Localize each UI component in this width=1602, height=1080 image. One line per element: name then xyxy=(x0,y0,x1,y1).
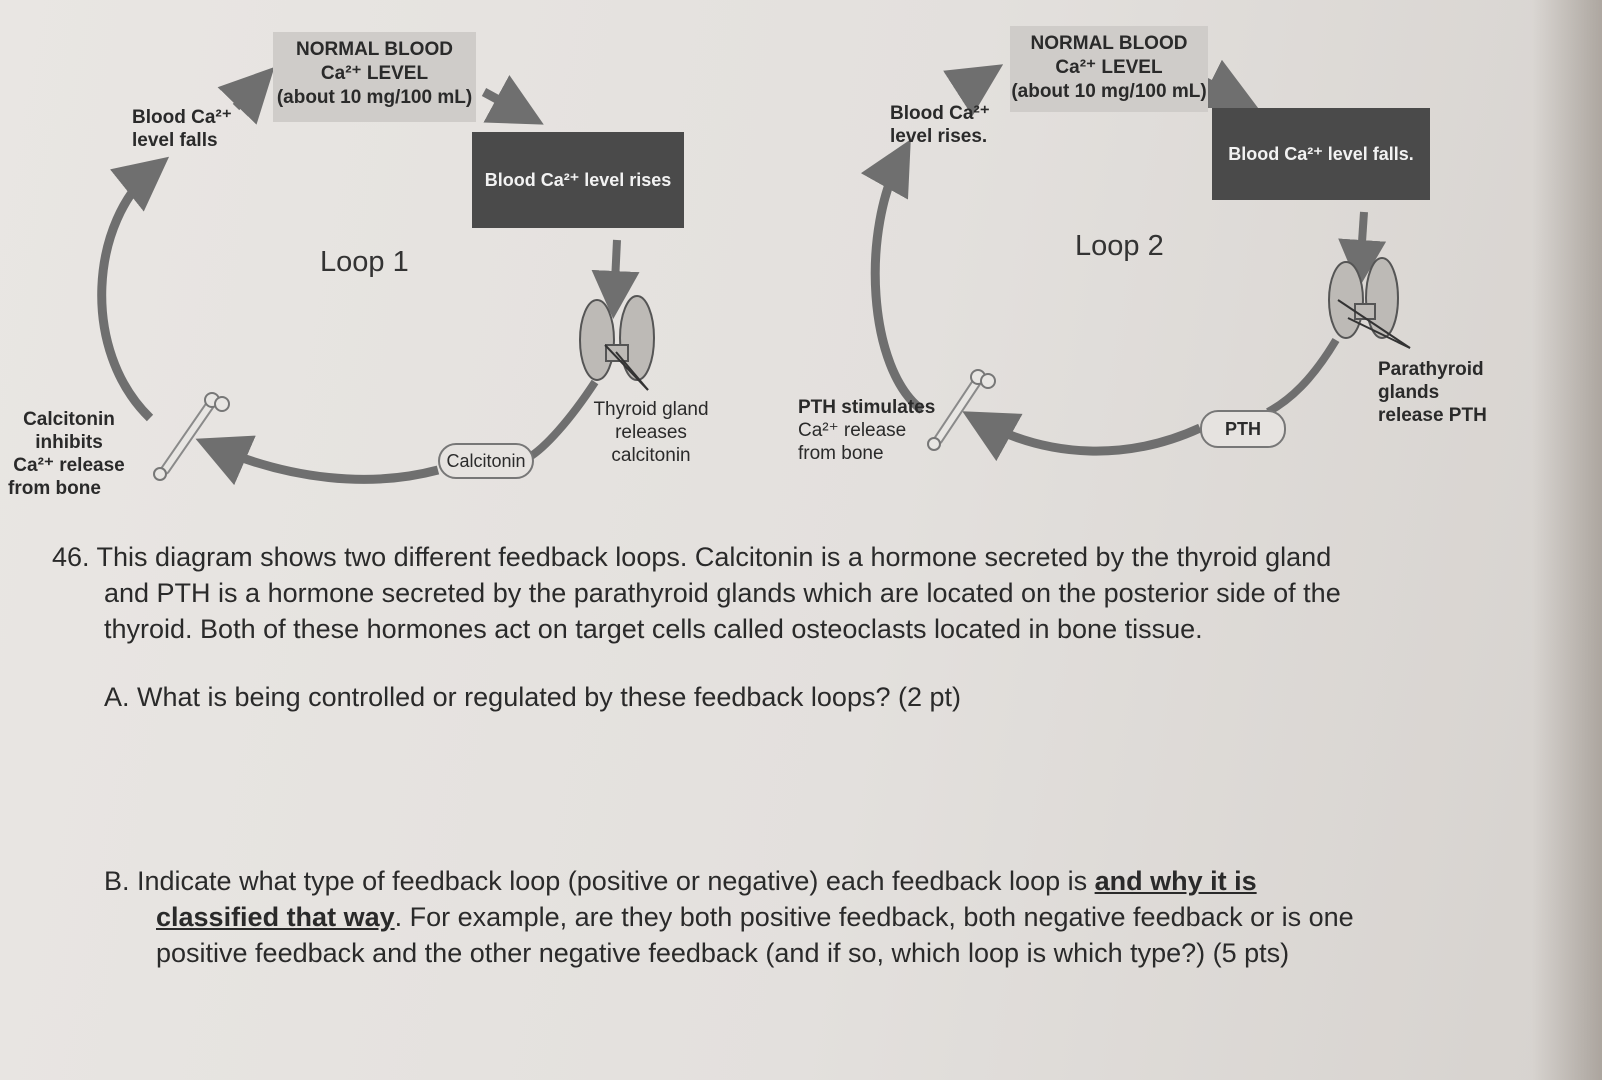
loop1-arc-bone-to-falls xyxy=(97,156,170,422)
part-b-line1-text: B. Indicate what type of feedback loop (… xyxy=(104,866,1095,896)
loop2-normal-line2: Ca²⁺ LEVEL xyxy=(1055,57,1163,78)
loop1-title: Loop 1 xyxy=(320,246,409,278)
bone-illustration-1 xyxy=(153,392,230,481)
loop2-bone-line2: Ca²⁺ release xyxy=(798,420,907,441)
parathyroid-line2: glands xyxy=(1378,382,1440,403)
loop1-normal-line2: Ca²⁺ LEVEL xyxy=(320,63,429,84)
loop2-parathyroid-to-pth xyxy=(1266,337,1340,416)
question-part-b-line3: positive feedback and the other negative… xyxy=(156,938,1290,968)
loop1-normal-level-box: NORMAL BLOOD Ca²⁺ LEVEL (about 10 mg/100… xyxy=(273,32,476,122)
thyroid-label-line3: calcitonin xyxy=(611,445,691,466)
loop2-rises-label: Blood Ca²⁺ level rises. xyxy=(890,102,990,148)
question-part-b-line1: B. Indicate what type of feedback loop (… xyxy=(104,864,1257,898)
loop1-bone-line1: Calcitonin xyxy=(23,409,115,430)
parathyroid-line1: Parathyroid xyxy=(1378,359,1484,380)
calcitonin-pill: Calcitonin xyxy=(438,443,534,479)
loop1-normal-line3: (about 10 mg/100 mL) xyxy=(276,87,473,108)
part-b-emphasis-classified: classified that way xyxy=(156,902,395,932)
loop2-arrow-to-normal xyxy=(943,64,1004,117)
bone-illustration-2 xyxy=(927,369,996,451)
loop2-title: Loop 2 xyxy=(1075,230,1164,262)
loop2-normal-line1: NORMAL BLOOD xyxy=(1030,33,1188,54)
page-edge-shadow xyxy=(1532,0,1602,1080)
loop2-bone-label: PTH stimulates Ca²⁺ release from bone xyxy=(798,396,935,465)
question-intro-line2: and PTH is a hormone secreted by the par… xyxy=(104,578,1341,608)
parathyroid-gland-illustration xyxy=(1328,257,1411,349)
loop2-normal-level-box: NORMAL BLOOD Ca²⁺ LEVEL (about 10 mg/100… xyxy=(1010,26,1208,112)
loop2-normal-line3: (about 10 mg/100 mL) xyxy=(1011,81,1207,102)
loop1-falls-label: Blood Ca²⁺ level falls xyxy=(132,106,232,152)
loop2-bone-line1: PTH stimulates xyxy=(798,397,936,418)
thyroid-label-line1: Thyroid gland xyxy=(593,399,709,420)
part-b-line2-text: . For example, are they both positive fe… xyxy=(394,902,1354,932)
thyroid-label-line2: releases xyxy=(615,422,687,443)
loop1-falls-line2: level falls xyxy=(132,130,218,151)
pth-pill: PTH xyxy=(1200,410,1286,448)
loop2-rises-line1: Blood Ca²⁺ xyxy=(890,103,990,124)
loop2-arrow-falls-to-parathyroid xyxy=(1338,211,1387,288)
part-b-emphasis-why: and why it is xyxy=(1094,866,1257,896)
loop1-arrow-calcitonin-to-bone xyxy=(195,435,440,486)
loop1-thyroid-to-calcitonin xyxy=(525,379,599,462)
loop1-rise-box: Blood Ca²⁺ level rises xyxy=(472,132,684,228)
question-intro-line3: thyroid. Both of these hormones act on t… xyxy=(104,614,1203,644)
loop2-bone-line3: from bone xyxy=(798,443,884,464)
loop2-rises-line2: level rises. xyxy=(890,126,988,147)
thyroid-gland-illustration xyxy=(579,295,655,391)
thyroid-label: Thyroid gland releases calcitonin xyxy=(586,398,716,467)
question-part-a: A. What is being controlled or regulated… xyxy=(104,682,961,712)
question-part-b-line2: classified that way. For example, are th… xyxy=(156,900,1354,934)
loop1-arrow-to-normal xyxy=(217,67,275,125)
loop1-bone-line4: from bone xyxy=(8,478,101,499)
loop2-arrow-pth-to-bone xyxy=(962,411,1202,462)
parathyroid-label: Parathyroid glands release PTH xyxy=(1378,358,1487,427)
loop1-bone-line2: inhibits xyxy=(35,432,103,453)
loop1-arrow-normal-to-rise xyxy=(481,75,544,125)
parathyroid-line3: release PTH xyxy=(1378,405,1487,426)
loop1-normal-line1: NORMAL BLOOD xyxy=(296,39,453,60)
question-intro-line1: 46. This diagram shows two different fee… xyxy=(52,542,1332,572)
loop1-falls-line1: Blood Ca²⁺ xyxy=(132,107,232,128)
loop2-arc-pth-release-to-rises xyxy=(860,139,925,414)
loop1-bone-line3: Ca²⁺ release xyxy=(13,455,125,476)
loop1-arrow-rise-to-thyroid xyxy=(591,239,640,319)
loop2-falls-box: Blood Ca²⁺ level falls. xyxy=(1212,108,1430,200)
loop1-bone-label: Calcitonin inhibits Ca²⁺ release from bo… xyxy=(8,408,130,500)
